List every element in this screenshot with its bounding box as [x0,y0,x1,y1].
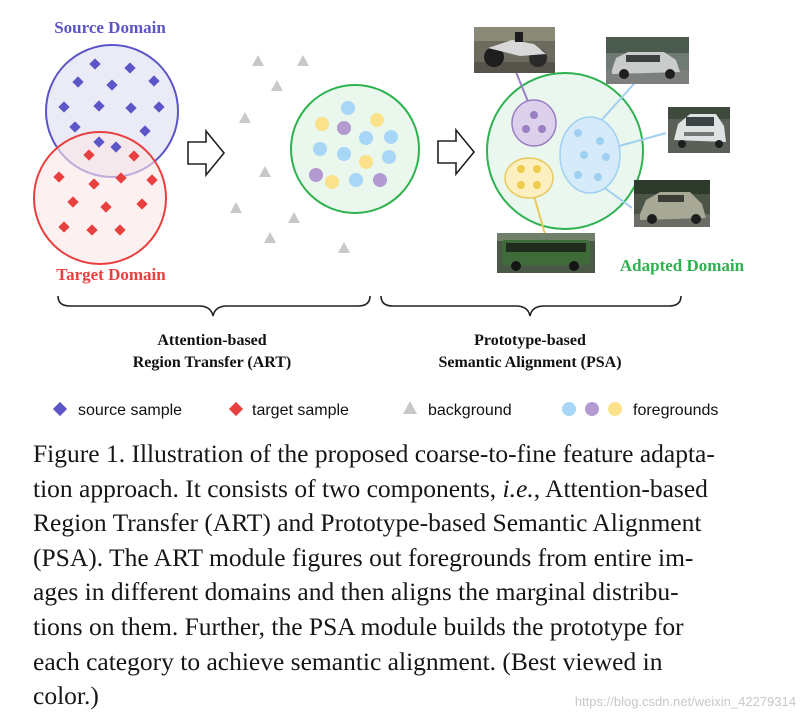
foreground-purple-icon [585,402,599,416]
caption-line: Region Transfer (ART) and Prototype-base… [33,508,702,538]
aligned-foreground-circle [290,84,420,214]
figure-caption: Figure 1. Illustration of the proposed c… [33,437,771,714]
car-thumbnail [634,180,710,227]
adapted-domain-label: Adapted Domain [620,256,745,275]
car-thumbnail [606,37,689,84]
caption-line: (PSA). The ART module figures out foregr… [33,542,694,572]
caption-line: tions on them. Further, the PSA module b… [33,611,684,641]
psa-label: Semantic Alignment (PSA) [438,354,621,371]
legend-target-sample: target sample [252,402,349,419]
caption-line: Figure 1. Illustration of the proposed c… [33,439,715,468]
legend-source-sample: source sample [78,402,182,419]
bus-thumbnail [497,233,595,273]
background-triangle-icon [403,401,417,414]
psa-label: Prototype-based [474,332,586,349]
source-domain-label: Source Domain [54,18,166,37]
target-domain-label: Target Domain [56,265,166,284]
caption-text: , Attention-based [533,473,708,503]
right-arrow-icon [437,127,476,177]
target-sample-icon [228,401,244,417]
foreground-yellow-icon [608,402,622,416]
art-brace [57,295,371,317]
car-thumbnail [668,107,730,153]
legend-background: background [428,402,512,419]
caption-text: tion approach. It consists of two compon… [33,473,503,503]
art-label: Attention-based [157,332,266,349]
motorcycle-thumbnail [474,27,555,73]
foreground-samples [309,101,398,189]
background-samples [230,55,350,253]
psa-brace [380,295,682,317]
caption-line: color.) [33,681,99,711]
method-diagram: Source Domain Target Domain [33,18,745,419]
target-domain-circle [33,131,167,265]
legend-foregrounds: foregrounds [633,402,718,419]
blue-prototype-cluster [559,116,621,194]
purple-prototype-cluster [511,99,557,147]
right-arrow-icon [187,128,226,178]
art-label: Region Transfer (ART) [133,354,292,371]
legend: source sample target sample background f… [52,401,718,419]
watermark-url: https://blog.csdn.net/weixin_42279314 [574,694,796,709]
foreground-blue-icon [562,402,576,416]
caption-line: ages in different domains and then align… [33,577,679,607]
yellow-prototype-cluster [504,157,554,199]
caption-emphasis: i.e. [502,473,534,503]
caption-line: tion approach. It consists of two compon… [33,472,771,507]
source-sample-icon [52,401,68,417]
caption-line: each category to achieve semantic alignm… [33,646,663,676]
